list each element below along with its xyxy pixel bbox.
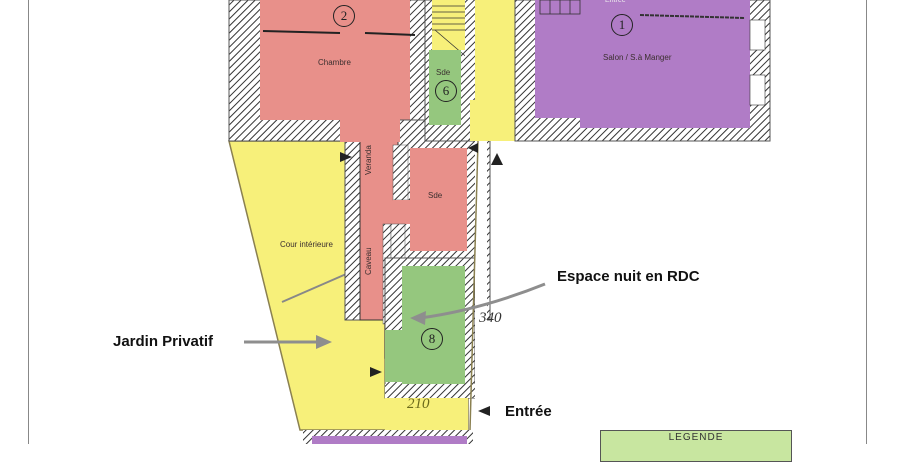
espace-nuit-callout: Espace nuit en RDC — [557, 268, 700, 285]
dimension-210: 210 — [407, 396, 430, 412]
legend-box: LEGENDE — [600, 430, 792, 462]
room-6-number: 6 — [435, 80, 457, 102]
room-2-label: Chambre — [318, 58, 351, 67]
salon-area — [535, 0, 750, 128]
sde-area — [410, 148, 467, 251]
sde-label: Sde — [428, 191, 443, 200]
caveau-label: Caveau — [364, 247, 373, 275]
page-border-left — [28, 0, 29, 444]
floor-plan — [228, 0, 771, 444]
legend-title: LEGENDE — [668, 432, 724, 443]
dimension-340: 340 — [479, 310, 502, 326]
room-8-area — [402, 266, 465, 384]
veranda-label: Veranda — [364, 145, 373, 175]
cour-label: Cour intérieure — [280, 240, 333, 249]
room-1-number: 1 — [611, 14, 633, 36]
jardin-privatif-callout: Jardin Privatif — [113, 333, 214, 350]
room-1-top-label: Entrée — [605, 0, 626, 4]
entree-callout: Entrée — [505, 403, 552, 420]
page-border-right — [866, 0, 867, 444]
room-1-label: Salon / S.à Manger — [603, 53, 672, 62]
room-8-number: 8 — [421, 328, 443, 350]
room-6-label: Sde — [436, 68, 451, 77]
room-2-number: 2 — [333, 5, 355, 27]
